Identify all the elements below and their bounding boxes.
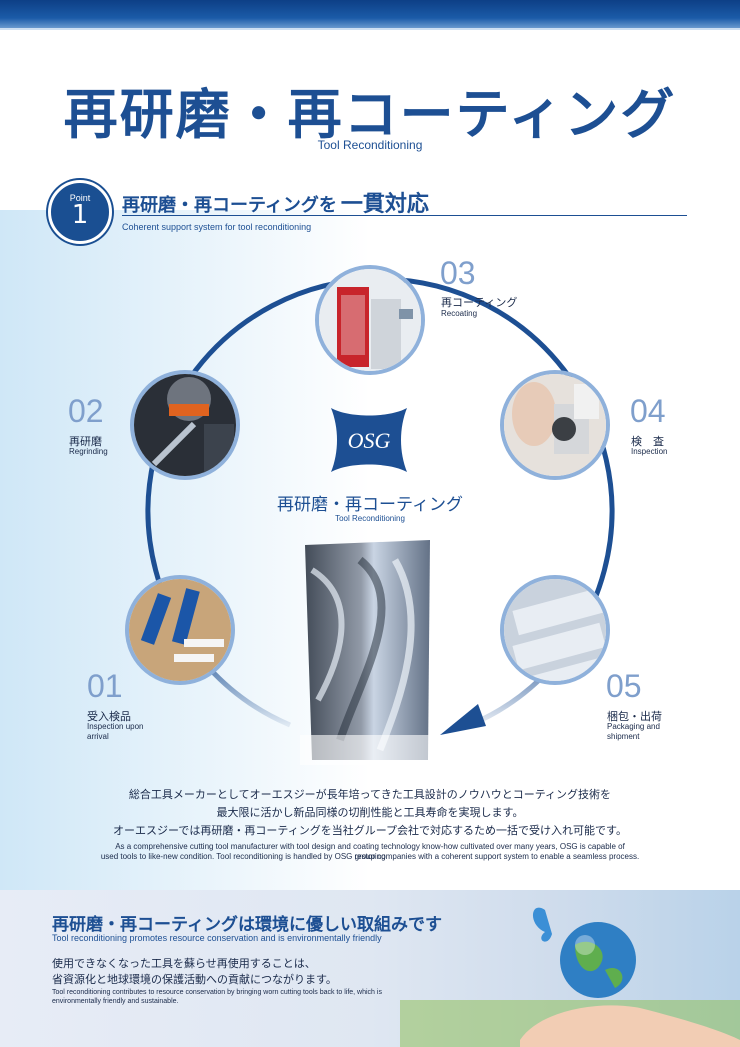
point-label: Point: [69, 193, 91, 203]
step-01-photo: [125, 575, 235, 685]
cycle-center-subtitle: Tool Reconditioning: [335, 514, 405, 523]
step-01-label-en: Inspection upon arrival: [87, 722, 144, 741]
step-04-label-en: Inspection: [631, 447, 668, 456]
eco-section: 再研磨・再コーティングは環境に優しい取組みです Tool recondition…: [0, 890, 740, 1047]
step-02-photo: [130, 370, 240, 480]
eco-text-line-2: 省資源化と地球環境の保護活動への貢献につながります。: [52, 973, 337, 986]
osg-logo: OSG: [331, 408, 407, 472]
step-04-number: 04: [630, 393, 666, 429]
section-heading-emphasis: 一貫対応: [340, 192, 429, 217]
step-02-label-en: Regrinding: [69, 447, 108, 456]
end-mill-image: [300, 540, 435, 765]
inspection-image: [504, 374, 606, 476]
section-subheading: Coherent support system for tool recondi…: [122, 222, 312, 232]
receiving-image: [129, 579, 231, 681]
eco-text-en-line-2: environmentally friendly and sustainable…: [52, 998, 179, 1005]
step-03-label-en: Recoating: [441, 309, 478, 318]
step-04-photo: [500, 370, 610, 480]
step-02-label: 再研磨: [69, 435, 102, 448]
eco-title: 再研磨・再コーティングは環境に優しい取組みです: [52, 915, 442, 935]
step-05-label-en: Packaging and shipment: [607, 722, 660, 741]
eco-text: 使用できなくなった工具を蘇らせ再使用することは、 省資源化と地球環境の保護活動へ…: [52, 956, 337, 988]
cycle-diagram: OSG: [145, 276, 615, 765]
step-05-label: 梱包・出荷: [607, 710, 662, 723]
eco-text-en: Tool reconditioning contributes to resou…: [52, 988, 382, 1006]
page-title: 再研磨・再コーティング: [63, 83, 677, 146]
eco-text-line-1: 使用できなくなった工具を蘇らせ再使用することは、: [52, 957, 316, 970]
step-01-number: 01: [87, 668, 123, 704]
description-line-2: 最大限に活かし新品同様の切削性能と工具寿命を実現します。: [216, 806, 524, 819]
top-banner: [0, 0, 740, 30]
step-03-number: 03: [440, 255, 476, 291]
step-05-photo: [500, 575, 610, 685]
step-04-label: 検 査: [631, 435, 664, 448]
section-heading: 再研磨・再コーティングを一貫対応: [122, 186, 429, 218]
description-line-1: 総合工具メーカーとしてオーエスジーが長年培ってきた工具設計のノウハウとコーティン…: [128, 788, 612, 801]
step-03-label: 再コーティング: [441, 296, 518, 309]
section-divider: [122, 215, 687, 216]
step-02-number: 02: [68, 393, 104, 429]
page-subtitle: Tool Reconditioning: [317, 138, 423, 152]
step-05-number: 05: [606, 668, 642, 704]
eco-subtitle: Tool reconditioning promotes resource co…: [52, 933, 382, 943]
description-en-line-2: used tools to like-new condition. Tool r…: [100, 852, 640, 861]
cycle-arrow-head: [440, 704, 486, 735]
eco-illustration: [400, 907, 740, 1047]
packaging-image: [504, 579, 606, 681]
coating-machine-image: [319, 269, 421, 371]
description-en-line-1: As a comprehensive cutting tool manufact…: [115, 842, 625, 861]
description-line-3: オーエスジーでは再研磨・再コーティングを当社グループ会社で対応するため一括で受け…: [113, 824, 627, 837]
step-03-photo: [315, 265, 425, 375]
point-number: 1: [71, 200, 89, 230]
butterfly-icon: [532, 907, 552, 942]
osg-logo-text: OSG: [348, 428, 391, 453]
eco-text-en-line-1: Tool reconditioning contributes to resou…: [52, 989, 382, 996]
cycle-center-title: 再研磨・再コーティング: [277, 495, 463, 515]
section-heading-prefix: 再研磨・再コーティングを: [122, 195, 337, 216]
point-badge: Point 1: [48, 180, 112, 244]
step-01-label: 受入検品: [87, 710, 131, 723]
regrinding-image: [134, 374, 236, 476]
